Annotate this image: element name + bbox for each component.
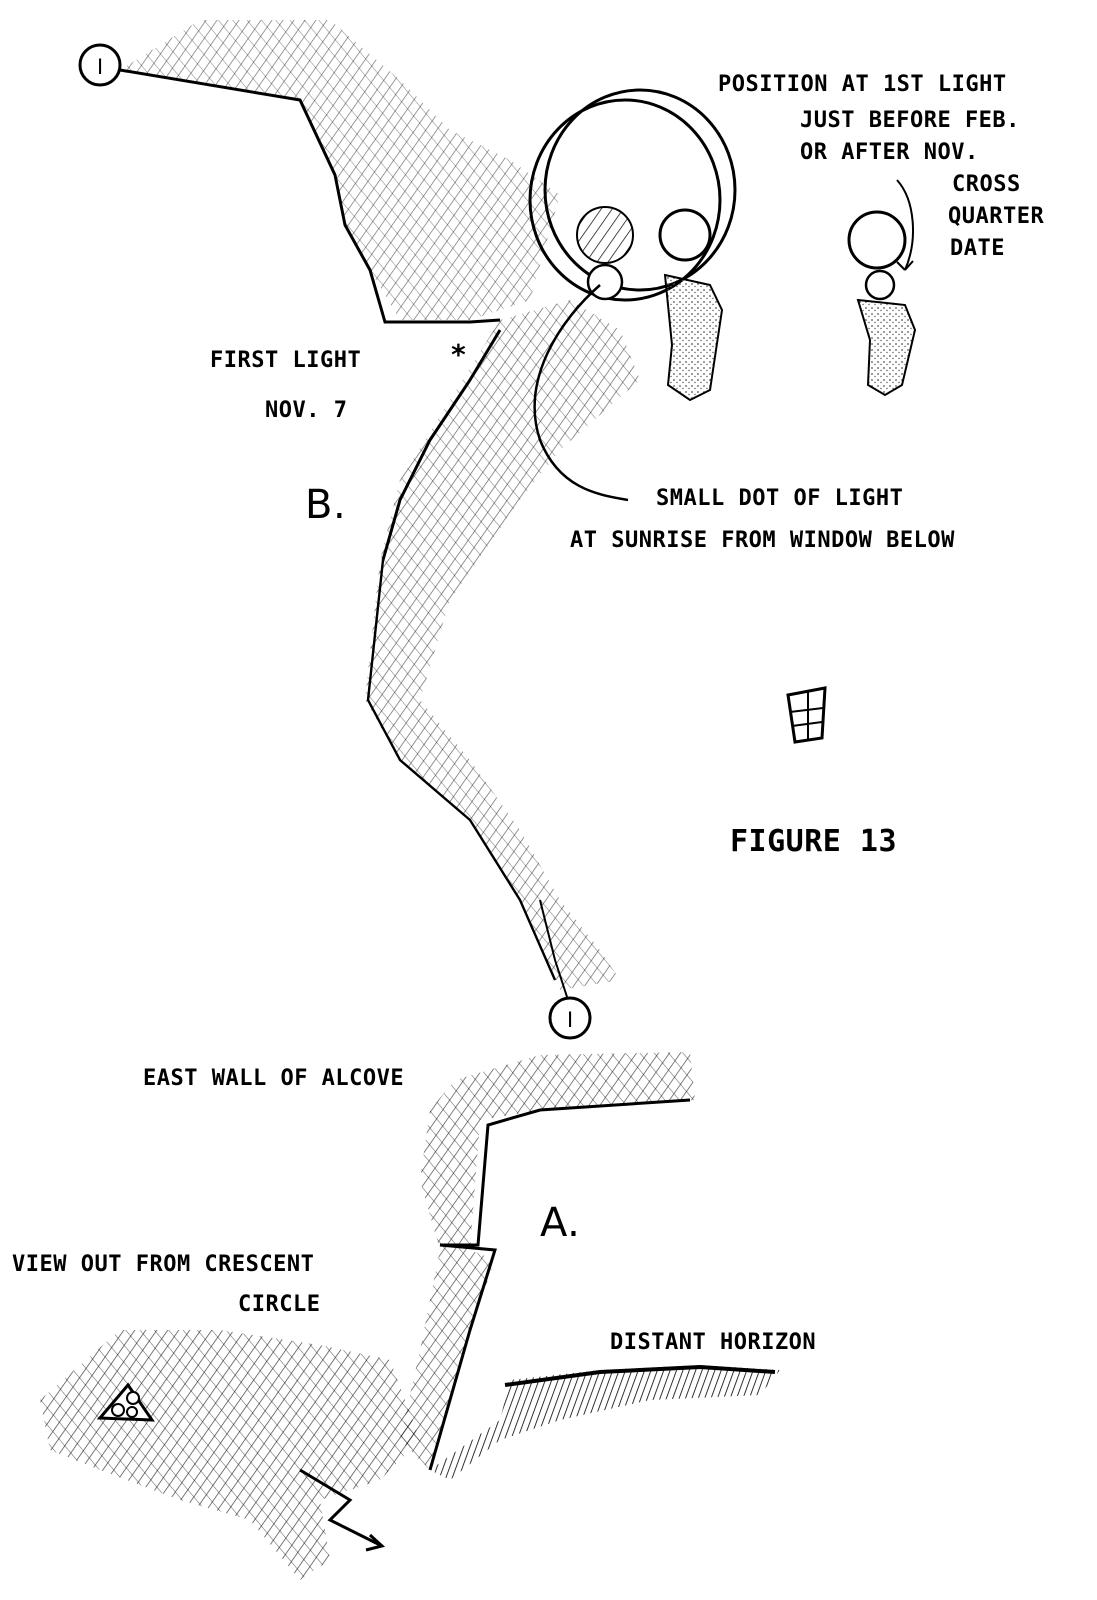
panel-b-wall <box>120 20 640 990</box>
view-out-label-line2: CIRCLE <box>238 1292 320 1317</box>
east-wall-label: EAST WALL OF ALCOVE <box>143 1066 404 1091</box>
panel-a-label: A. <box>540 1200 580 1246</box>
svg-text:I: I <box>97 54 103 79</box>
distant-horizon-band <box>430 1365 780 1480</box>
cross-quarter-label-line2: QUARTER <box>948 204 1044 229</box>
cross-quarter-figure <box>849 180 915 395</box>
panel-b-label: B. <box>305 482 346 528</box>
view-out-label-line1: VIEW OUT FROM CRESCENT <box>12 1252 314 1277</box>
first-light-date-label: NOV. 7 <box>265 398 347 423</box>
position-label-line2: JUST BEFORE FEB. <box>800 108 1020 133</box>
window-icon <box>788 688 825 742</box>
position-label-line3: OR AFTER NOV. <box>800 140 979 165</box>
cross-quarter-label-line1: CROSS <box>952 172 1021 197</box>
small-dot-label-line2: AT SUNRISE FROM WINDOW BELOW <box>570 528 955 553</box>
circle-marker-top: I <box>80 45 120 85</box>
small-dot-label-line1: SMALL DOT OF LIGHT <box>656 486 903 511</box>
figure-title: FIGURE 13 <box>730 824 897 859</box>
svg-text:I: I <box>567 1007 573 1032</box>
distant-horizon-label: DISTANT HORIZON <box>610 1330 816 1355</box>
cross-quarter-label-line3: DATE <box>950 236 1005 261</box>
star-marker: * <box>450 338 467 371</box>
crescent-circle-foreground <box>40 1330 420 1580</box>
position-label-line1: POSITION AT 1ST LIGHT <box>718 72 1007 97</box>
first-light-label: FIRST LIGHT <box>210 348 361 373</box>
